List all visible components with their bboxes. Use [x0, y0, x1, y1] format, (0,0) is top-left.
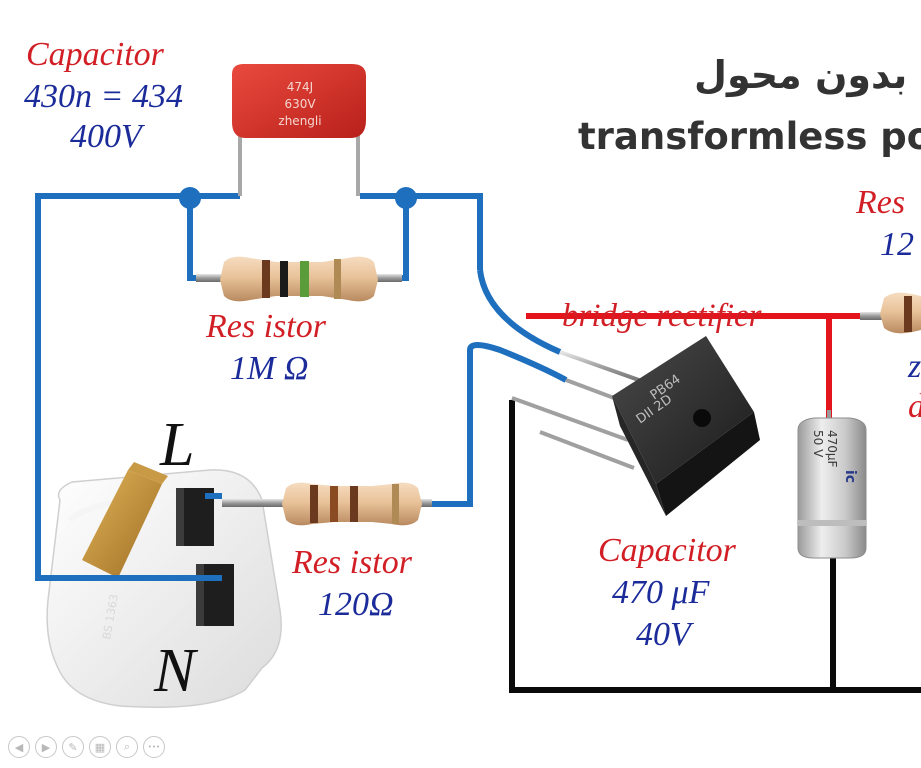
bridge-label: bridge rectifier: [562, 298, 762, 334]
electrolytic-label: Capacitor: [598, 532, 736, 569]
pen-icon[interactable]: ✎: [62, 736, 84, 758]
resistor-120-label: Res istor: [292, 544, 412, 581]
next-icon[interactable]: ▶: [35, 736, 57, 758]
resistor-120-value: 120Ω: [318, 586, 394, 623]
blue-wires: [35, 193, 568, 581]
live-label: L: [160, 411, 195, 479]
slideshow-toolbar: ◀ ▶ ✎ ▦ ⌕ •••: [8, 736, 165, 758]
resistor-1m: [196, 256, 402, 302]
film-capacitor-label: Capacitor: [26, 36, 164, 73]
film-capacitor-value: 430n = 434: [24, 78, 183, 115]
film-capacitor-marking-2: 630V: [284, 97, 316, 111]
slides-icon[interactable]: ▦: [89, 736, 111, 758]
black-wires: [509, 400, 921, 693]
film-capacitor: 474J 630V zhengli: [232, 64, 366, 196]
more-icon[interactable]: •••: [143, 736, 165, 758]
resistor-right: [860, 292, 921, 334]
resistor-120: [222, 482, 432, 526]
electrolytic-marking-1: 50 V: [811, 430, 825, 458]
title-english: transformless pow: [578, 115, 921, 158]
bridge-rectifier: DII 2D PB64: [511, 336, 760, 516]
prev-icon[interactable]: ◀: [8, 736, 30, 758]
electrolytic-marking-3: ic: [842, 470, 858, 483]
red-wires: [526, 313, 921, 420]
right-resistor-value: 12: [880, 226, 914, 263]
electrolytic-value: 470 μF: [612, 574, 710, 611]
film-capacitor-voltage: 400V: [70, 118, 142, 155]
film-capacitor-marking-1: 474J: [287, 80, 313, 94]
right-resistor-label: Res: [856, 184, 906, 221]
right-partial-1: z: [908, 348, 921, 385]
title-arabic: ة بدون محول: [694, 53, 921, 97]
resistor-1m-value: 1M Ω: [230, 350, 309, 387]
electrolytic-marking-2: 470μF: [825, 430, 839, 468]
wall-plug: BS 1363: [46, 462, 282, 708]
electrolytic-voltage: 40V: [636, 616, 691, 653]
film-capacitor-marking-3: zhengli: [278, 114, 321, 128]
zoom-icon[interactable]: ⌕: [116, 736, 138, 758]
neutral-label: N: [154, 637, 196, 705]
resistor-1m-label: Res istor: [206, 308, 326, 345]
right-partial-2: d: [908, 390, 921, 424]
earth-pin: [82, 470, 162, 578]
electrolytic-capacitor: 50 V 470μF ic: [797, 410, 867, 559]
wire-junctions: [179, 187, 417, 209]
